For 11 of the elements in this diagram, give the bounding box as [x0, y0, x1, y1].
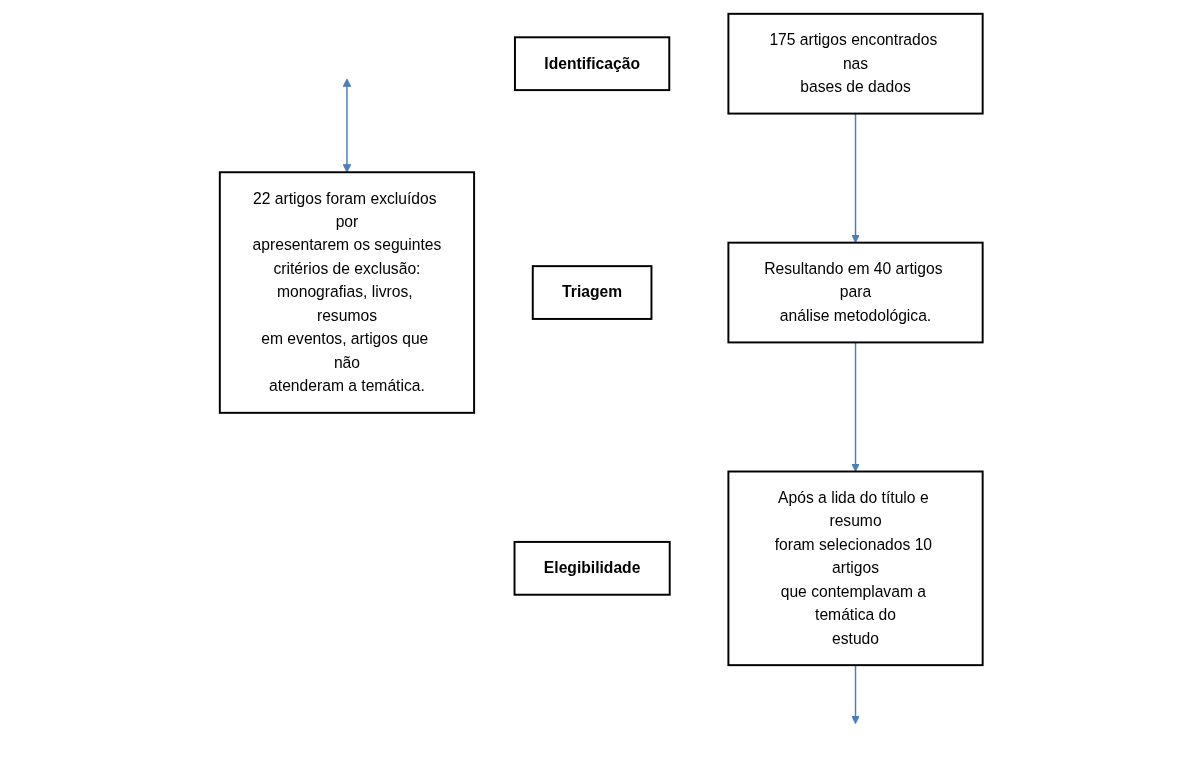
node-box: 175 artigos encontrados nas bases de dados: [727, 12, 984, 115]
arrow: [851, 664, 861, 725]
node-box: Elegibilidade: [513, 540, 671, 596]
node-box: Identificação: [514, 36, 671, 92]
node-box: Triagem: [532, 265, 653, 320]
node-box: Resultando em 40 artigos para análise metodológica.: [727, 241, 984, 344]
arrow: [342, 78, 352, 173]
arrow: [851, 341, 861, 472]
arrow: [851, 112, 861, 244]
node-box: 22 artigos foram excluídos por apresentarem os seguintes critérios de exclusão: monografias, livros, resumos em eventos, artigos que não atenderam a temática.: [219, 171, 476, 414]
node-box: Após a lida do título e resumo foram selecionados 10 artigos que contemplavam a temática do estudo: [727, 470, 984, 667]
